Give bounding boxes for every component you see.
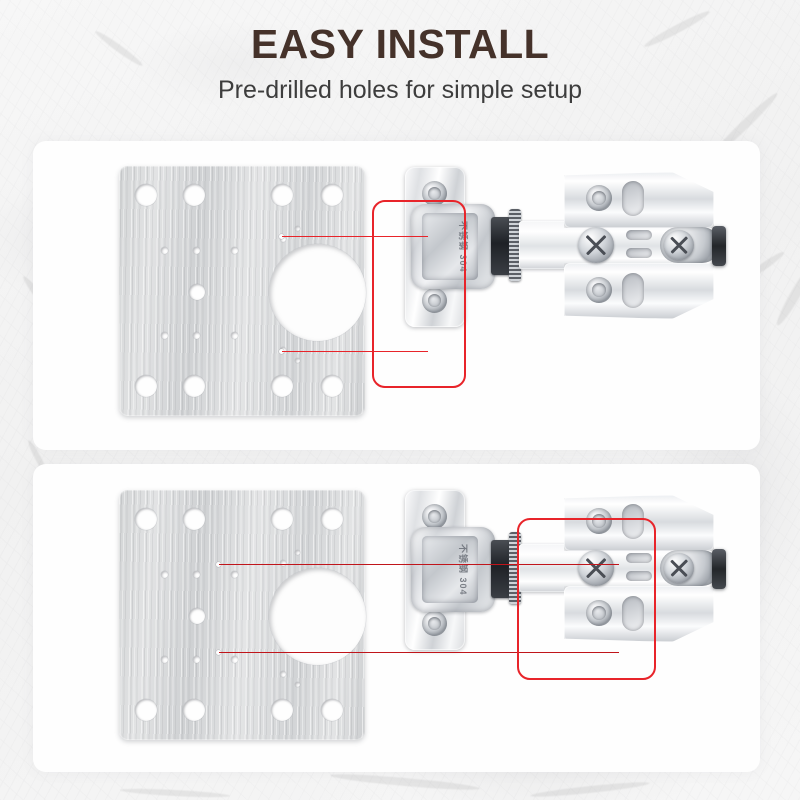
baseplate-slot-lower <box>622 596 644 631</box>
cabinet-repair-plate <box>119 490 366 740</box>
page-subtitle: Pre-drilled holes for simple setup <box>217 76 583 104</box>
hinge-depth-screw <box>664 230 694 260</box>
plate-large-cutout <box>269 568 366 665</box>
baseplate-slot-upper <box>622 504 644 539</box>
baseplate-mounting-slots-panel: 不锈钢 304 <box>33 464 760 772</box>
callout-dot-upper <box>216 562 221 567</box>
callout-dot-upper <box>279 234 284 239</box>
header: EASY INSTALL Pre-drilled holes for simpl… <box>0 0 800 140</box>
callout-line-upper-cup-hole <box>282 236 428 237</box>
hinge-adjustment-screw <box>578 227 614 263</box>
page-title: EASY INSTALL <box>250 21 550 67</box>
cabinet-repair-plate <box>119 166 366 416</box>
cup-material-marking: 不锈钢 304 <box>458 544 468 596</box>
plate-large-cutout <box>269 244 366 341</box>
baseplate-slot-holes-highlight <box>517 518 656 680</box>
callout-dot-lower <box>216 650 221 655</box>
hinge-depth-screw <box>664 553 694 583</box>
callout-line-lower-baseplate-slot <box>219 652 619 653</box>
callout-line-upper-baseplate-slot <box>219 564 619 565</box>
callout-line-lower-cup-hole <box>282 351 428 352</box>
hinge-cup-screw-holes-highlight <box>372 200 466 388</box>
concealed-cabinet-hinge: 不锈钢 304 <box>378 159 738 334</box>
hinge-cup-mounting-holes-panel: 不锈钢 304 <box>33 141 760 450</box>
callout-dot-lower <box>279 349 284 354</box>
hinge-adjustment-screw <box>578 550 614 586</box>
